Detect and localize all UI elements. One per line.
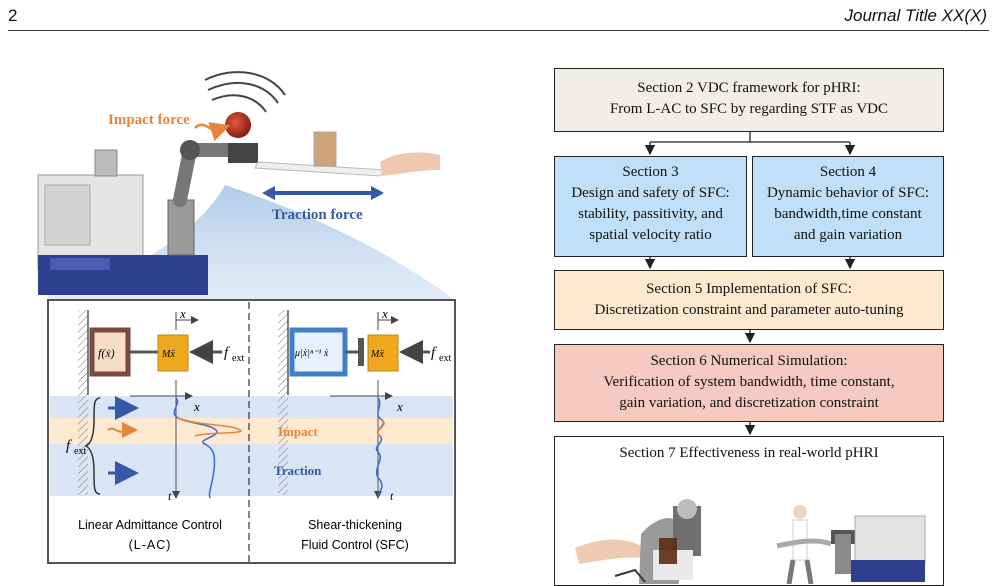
section4-line4: and gain variation <box>793 227 903 243</box>
lac-damper-formula: f(ẋ) <box>98 346 115 360</box>
axis-t-right: t <box>390 489 394 503</box>
inset-impact-label: Impact <box>278 424 318 439</box>
robot-scene <box>37 71 455 300</box>
f-ext-right: f <box>431 345 437 361</box>
f-ext-left-sub: ext <box>232 353 244 364</box>
trajectory-lac <box>173 397 218 499</box>
inset-traction-label: Traction <box>274 463 322 478</box>
robot-arm <box>167 199 195 256</box>
flow-section7: Section 7 Effectiveness in real-world pH… <box>554 436 944 586</box>
journal-title: Journal Title XX(X) <box>844 6 987 25</box>
section6-line2: Verification of system bandwidth, time c… <box>603 374 895 390</box>
section4-line3: bandwidth,time constant <box>774 206 922 222</box>
caption-sfc-line2: Fluid Control (SFC) <box>301 538 409 552</box>
flow-section3: Section 3 Design and safety of SFC: stab… <box>554 156 747 257</box>
section6-line3: gain variation, and discretization const… <box>619 395 879 411</box>
trajectory-sfc <box>375 397 385 499</box>
page-number: 2 <box>8 6 18 25</box>
section2-line2: From L-AC to SFC by regarding STF as VDC <box>609 101 889 117</box>
section4-line2: Dynamic behavior of SFC: <box>766 185 930 201</box>
f-ext-left: f <box>224 345 230 361</box>
section5-line1: Section 5 Implementation of SFC: <box>646 281 852 297</box>
flow-section5: Section 5 Implementation of SFC: Discret… <box>554 270 944 330</box>
section3-line2: Design and safety of SFC: <box>571 185 730 201</box>
section3-line4: spatial velocity ratio <box>589 227 712 243</box>
axis-x-top-right: x <box>381 306 388 321</box>
mass-term-left: Mẍ <box>161 349 175 360</box>
axis-t-left: t <box>168 489 172 503</box>
axis-x-mid-right: x <box>396 399 403 414</box>
traction-force-label: Traction force <box>272 207 363 223</box>
photo-pHRI-1 <box>575 499 701 584</box>
ball-icon <box>225 112 251 138</box>
flow-section6: Section 6 Numerical Simulation: Verifica… <box>554 344 944 422</box>
sfc-damper-formula: μ|ẋ|ⁿ⁻¹ ẋ <box>294 348 329 359</box>
section5-line2: Discretization constraint and parameter … <box>594 302 904 318</box>
section6-line1: Section 6 Numerical Simulation: <box>650 353 848 369</box>
header-rule <box>8 30 989 31</box>
section3-line3: stability, passitivity, and <box>578 206 723 222</box>
tray <box>254 161 387 177</box>
caption-lac-line1: Linear Admittance Control <box>78 518 222 532</box>
axis-x-top-left: x <box>179 306 186 321</box>
photo-pHRI-2 <box>776 505 926 584</box>
impact-force-label: Impact force <box>108 112 190 128</box>
f-ext-right-sub: ext <box>439 353 451 364</box>
flow-section2: Section 2 VDC framework for pHRI: From L… <box>554 68 944 132</box>
flow-section4: Section 4 Dynamic behavior of SFC: bandw… <box>752 156 944 257</box>
mass-block-lac <box>157 334 189 372</box>
section2-line1: Section 2 VDC framework for pHRI: <box>637 80 861 96</box>
mass-block-sfc <box>367 334 399 372</box>
axis-x-mid-left: x <box>193 399 200 414</box>
f-ext-brace-sub: ext <box>74 446 86 457</box>
inset-diagram <box>47 299 456 564</box>
caption-lac-line2: (L-AC) <box>129 538 172 552</box>
human-hand <box>380 152 440 176</box>
section7-photos <box>575 499 926 584</box>
caption-sfc-line1: Shear-thickening <box>308 518 402 532</box>
section4-line1: Section 4 <box>819 164 877 180</box>
f-ext-brace: f <box>66 438 72 454</box>
band-impact <box>50 418 453 444</box>
glass-icon <box>313 131 337 167</box>
section3-line1: Section 3 <box>622 164 679 180</box>
page-header: 2 Journal Title XX(X) <box>0 0 999 31</box>
section7-title: Section 7 Effectiveness in real-world pH… <box>619 445 879 461</box>
band-upper <box>50 396 453 418</box>
mass-term-right: Mẍ <box>370 349 384 360</box>
